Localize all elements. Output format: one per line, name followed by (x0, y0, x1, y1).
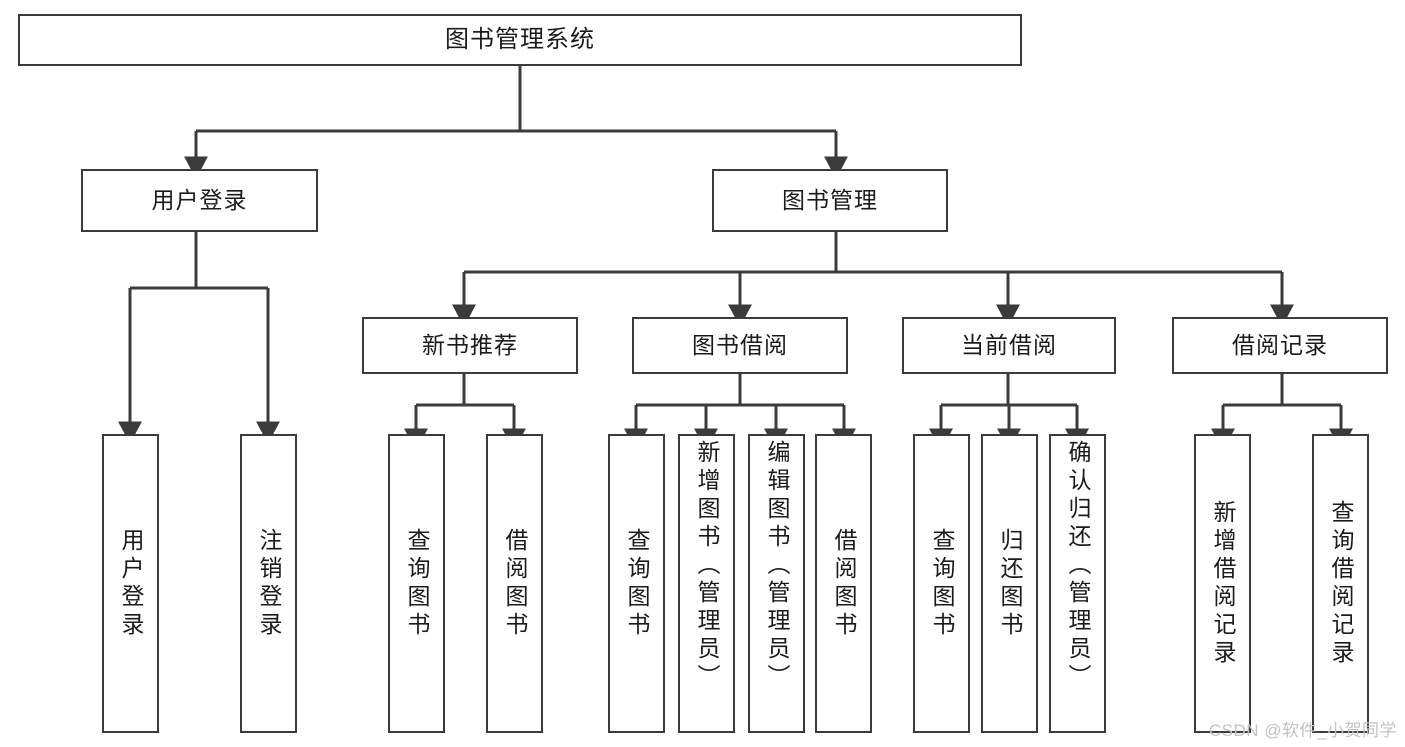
node-label: 新书推荐 (422, 332, 518, 359)
node-label: 查询图书 (624, 527, 650, 640)
node-label: 编辑图书（管理员） (764, 440, 790, 692)
node-root-book-management-system[interactable]: 图书管理系统 (18, 14, 1022, 66)
leaf-current-borrow-confirm-return-admin[interactable]: 确认归还（管理员） (1049, 434, 1106, 733)
leaf-book-borrow-edit-book-admin[interactable]: 编辑图书（管理员） (748, 434, 805, 733)
node-label: 注销登录 (256, 527, 282, 640)
node-label: 用户登录 (151, 187, 248, 214)
node-label: 用户登录 (118, 527, 144, 640)
node-user-login[interactable]: 用户登录 (81, 169, 318, 232)
node-book-borrow[interactable]: 图书借阅 (632, 317, 848, 374)
node-label: 借阅图书 (502, 527, 528, 640)
node-label: 查询图书 (929, 527, 955, 640)
leaf-user-login-sign-in[interactable]: 用户登录 (102, 434, 159, 733)
leaf-book-borrow-borrow-book[interactable]: 借阅图书 (815, 434, 872, 733)
leaf-current-borrow-query-book[interactable]: 查询图书 (913, 434, 970, 733)
node-current-borrow[interactable]: 当前借阅 (902, 317, 1116, 374)
leaf-new-book-query-book[interactable]: 查询图书 (388, 434, 445, 733)
node-label: 图书管理系统 (445, 26, 595, 54)
node-label: 图书管理 (782, 187, 878, 214)
node-label: 当前借阅 (961, 332, 1057, 359)
node-book-management[interactable]: 图书管理 (712, 169, 948, 232)
node-label: 确认归还（管理员） (1065, 440, 1091, 692)
leaf-new-book-borrow-book[interactable]: 借阅图书 (486, 434, 543, 733)
leaf-book-borrow-query-book[interactable]: 查询图书 (608, 434, 665, 733)
node-label: 新增借阅记录 (1210, 499, 1236, 668)
watermark-text: CSDN @软件_小贺同学 (1208, 721, 1397, 740)
node-label: 查询借阅记录 (1328, 499, 1354, 668)
node-new-book-recommend[interactable]: 新书推荐 (362, 317, 578, 374)
leaf-borrow-record-query-record[interactable]: 查询借阅记录 (1312, 434, 1369, 733)
leaf-current-borrow-return-book[interactable]: 归还图书 (981, 434, 1038, 733)
leaf-book-borrow-add-book-admin[interactable]: 新增图书（管理员） (678, 434, 735, 733)
leaf-user-login-sign-out[interactable]: 注销登录 (240, 434, 297, 733)
node-label: 新增图书（管理员） (694, 440, 720, 692)
node-label: 查询图书 (404, 527, 430, 640)
node-label: 借阅记录 (1232, 332, 1328, 359)
node-label: 图书借阅 (692, 332, 788, 359)
node-label: 借阅图书 (831, 527, 857, 640)
node-borrow-record[interactable]: 借阅记录 (1172, 317, 1388, 374)
node-label: 归还图书 (997, 527, 1023, 640)
leaf-borrow-record-add-record[interactable]: 新增借阅记录 (1194, 434, 1251, 733)
